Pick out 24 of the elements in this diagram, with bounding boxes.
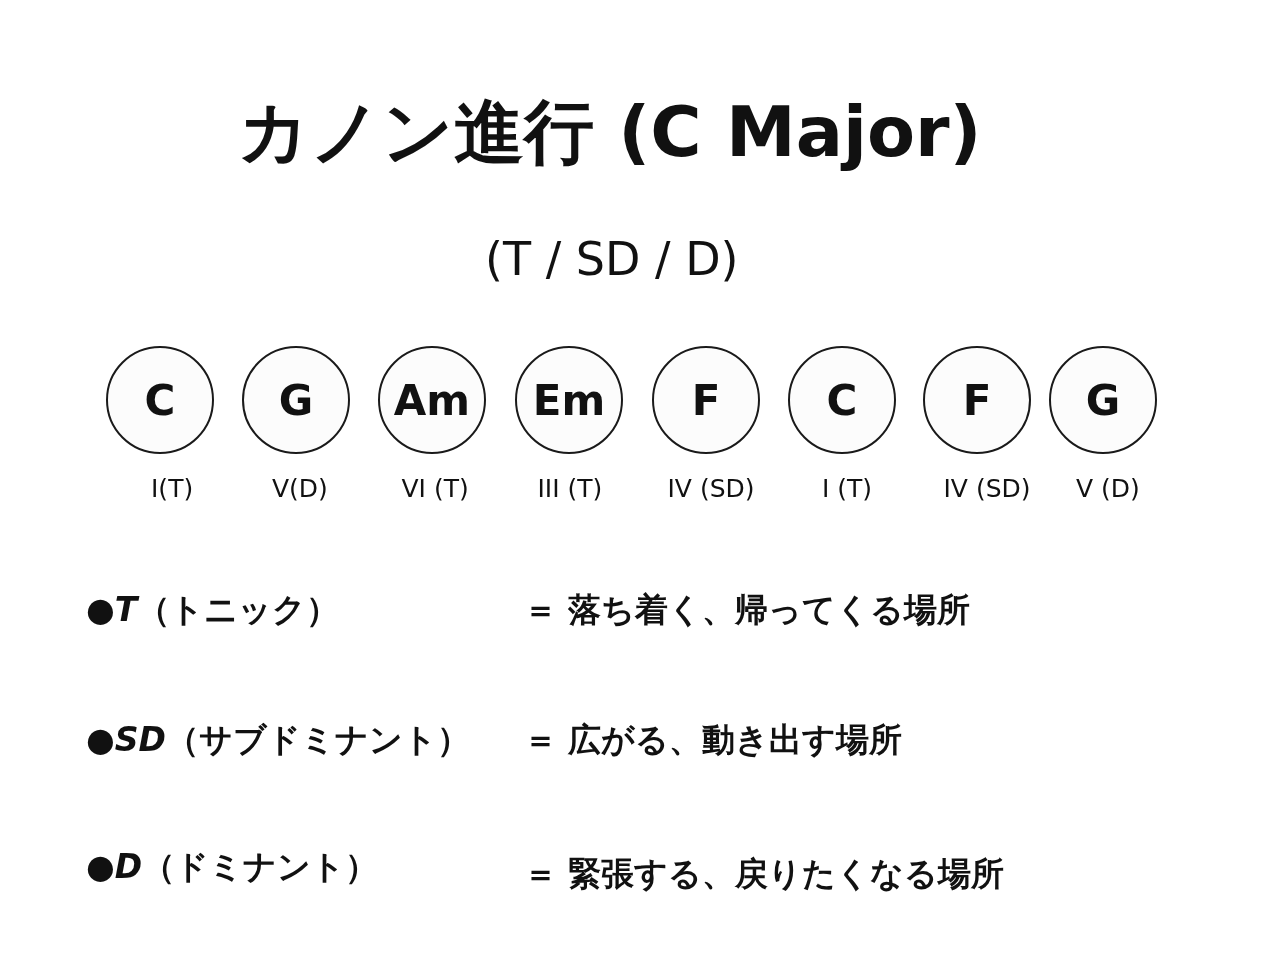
chord-function-label: I(T) — [151, 474, 194, 503]
chord-circle: Am — [378, 346, 486, 454]
chord-function-label: V(D) — [272, 474, 328, 503]
chord-function-label: I (T) — [822, 474, 873, 503]
chord-function-label: IV (SD) — [943, 474, 1031, 503]
term-label: ●SD（サブドミナント） — [86, 719, 470, 761]
chord-circle: C — [106, 346, 214, 454]
chord-circle: C — [788, 346, 896, 454]
chord-circle: G — [242, 346, 350, 454]
term-label: ●D（ドミナント） — [86, 846, 379, 888]
chord-function-label: III (T) — [537, 474, 603, 503]
definition-text: ＝ 緊張する、戻りたくなる場所 — [524, 853, 1005, 895]
chord-function-label: IV (SD) — [667, 474, 755, 503]
definition-text: ＝ 広がる、動き出す場所 — [524, 719, 903, 761]
chord-function-label: VI (T) — [401, 474, 469, 503]
chord-circle: Em — [515, 346, 623, 454]
title: カノン進行 (C Major) — [238, 90, 982, 175]
chord-circle: G — [1049, 346, 1157, 454]
chord-circle: F — [923, 346, 1031, 454]
term-label: ●T（トニック） — [86, 589, 340, 631]
chord-function-label: V (D) — [1076, 474, 1140, 503]
chord-circle: F — [652, 346, 760, 454]
subtitle: (T / SD / D) — [485, 232, 739, 286]
definition-text: ＝ 落ち着く、帰ってくる場所 — [524, 589, 971, 631]
